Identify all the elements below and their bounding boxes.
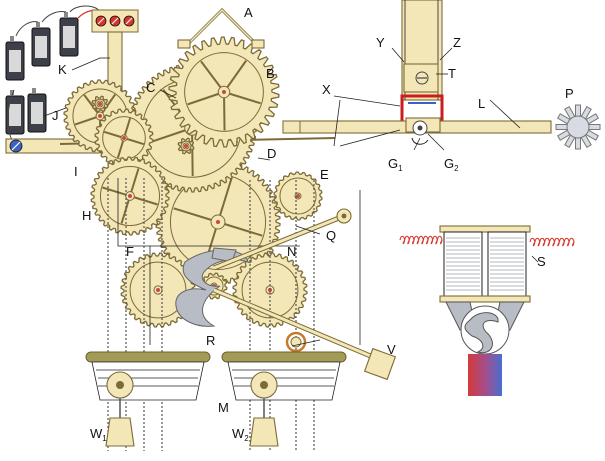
pinion-C [177, 137, 195, 155]
label-R: R [206, 333, 215, 348]
gear-I-upper [94, 108, 154, 168]
labels: A B C D E F H I J K L M N P Q R S T V X … [52, 5, 574, 443]
label-I: I [74, 164, 78, 179]
weight-W2 [249, 371, 279, 447]
battery-icon [27, 88, 47, 133]
label-K: K [58, 62, 67, 77]
label-A: A [244, 5, 253, 20]
label-Y: Y [376, 35, 385, 50]
battery-bank [5, 5, 105, 141]
spring-coil-icon [399, 235, 443, 245]
spring-coil-icon [529, 237, 575, 247]
label-C: C [146, 80, 155, 95]
electromagnet-icon [439, 225, 531, 396]
screw-terminal-icon [109, 15, 121, 27]
label-F: F [126, 244, 134, 259]
screw-terminal-icon [95, 15, 107, 27]
label-P: P [565, 86, 574, 101]
gear-H [90, 156, 170, 236]
gear-E [273, 171, 323, 221]
label-H: H [82, 208, 91, 223]
battery-icon [5, 36, 25, 81]
screw-terminal-icon [123, 15, 135, 27]
label-G1: G1 [388, 156, 403, 173]
leader-lines [43, 47, 539, 347]
arm-V [213, 287, 397, 381]
label-N: N [287, 244, 296, 259]
label-X: X [322, 82, 331, 97]
label-L: L [478, 96, 485, 111]
label-B: B [266, 66, 275, 81]
detail-view [282, 0, 552, 147]
label-D: D [267, 146, 276, 161]
label-E: E [320, 167, 329, 182]
chains [107, 178, 315, 451]
star-wheel-P [555, 104, 601, 150]
weight-W1 [105, 371, 135, 447]
label-V: V [387, 342, 396, 357]
label-G2: G2 [444, 156, 459, 173]
weight-shelf-right [221, 351, 347, 401]
escapement-R [175, 247, 249, 327]
weight-shelf-left [85, 351, 211, 401]
battery-icon [31, 22, 51, 67]
battery-icon [5, 90, 25, 135]
label-Q: Q [326, 228, 336, 243]
label-M: M [218, 400, 229, 415]
pinion-K [91, 95, 109, 113]
gear-B [168, 36, 280, 148]
arm-Q [213, 208, 352, 271]
label-J: J [52, 108, 59, 123]
label-W1: W1 [90, 426, 107, 443]
anchor-A [177, 7, 265, 49]
label-Z: Z [453, 35, 461, 50]
battery-icon [59, 12, 79, 57]
label-W2: W2 [232, 426, 249, 443]
label-T: T [448, 66, 456, 81]
label-S: S [537, 254, 546, 269]
